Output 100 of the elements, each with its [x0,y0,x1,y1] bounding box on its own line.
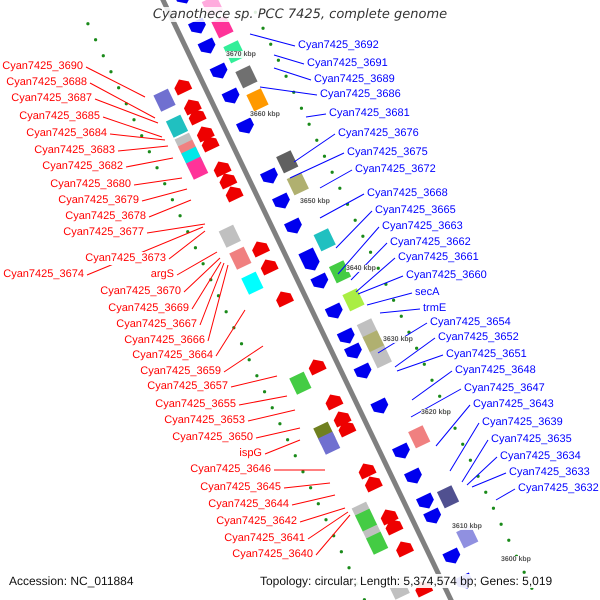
leader-line [256,428,300,438]
gene-label: Cyan7425_3653 [163,414,246,427]
leader-line [358,276,404,294]
gene-label: Cyan7425_3655 [154,398,237,411]
gene-label: Cyan7425_3639 [481,416,564,429]
leader-line [320,194,364,218]
leader-line [94,98,158,124]
gene-label: Cyan7425_3646 [189,463,272,476]
gene-label: Cyan7425_3670 [99,285,182,298]
gene-label: Cyan7425_3645 [199,481,282,494]
gene-label: Cyan7425_3665 [374,204,457,217]
gene-label: Cyan7425_3662 [389,236,472,249]
leader-line [134,178,182,186]
gene-label: Cyan7425_3672 [354,163,437,176]
gene-label: Cyan7425_3688 [5,76,88,89]
leader-line [126,158,174,168]
gene-label: Cyan7425_3681 [328,107,411,120]
gene-label: Cyan7425_3651 [445,348,528,361]
gene-label: Cyan7425_3677 [62,226,145,239]
gene-label: Cyan7425_3680 [49,178,132,191]
leader-line [90,82,156,118]
leader-line [338,226,380,274]
leader-line [224,346,264,372]
leader-line [146,224,206,234]
leader-line [396,354,444,372]
leader-line [412,370,452,400]
leader-line [110,134,166,140]
leader-line [472,472,506,488]
gene-label: argS [150,268,175,281]
leader-line [264,440,300,454]
leader-line [118,146,168,152]
title: Cyanothece sp. PCC 7425, complete genome [150,7,450,22]
leader-line [496,488,516,500]
leader-line [300,508,346,522]
gene-label: Cyan7425_3640 [231,548,314,561]
gene-label: Cyan7425_3661 [397,251,480,264]
gene-label: Cyan7425_3685 [18,110,101,123]
gene-label: Cyan7425_3643 [472,398,555,411]
leader-line [102,116,162,138]
leader-line [216,310,246,356]
leader-line [294,134,336,162]
leader-line [320,170,352,188]
gene-label: Cyan7425_3674 [2,268,85,281]
gene-label: Cyan7425_3687 [10,92,93,105]
gene-label: Cyan7425_3633 [508,466,591,479]
gene-label: Cyan7425_3650 [171,431,254,444]
leader-line [250,34,296,46]
leader-line [466,456,498,486]
gene-label: Cyan7425_3664 [131,349,214,362]
gene-label: Cyan7425_3635 [490,433,573,446]
leader-line [366,292,412,306]
leader-line [200,262,224,326]
gene-label: Cyan7425_3642 [215,515,298,528]
leader-line [290,152,344,178]
leader-line [284,482,330,488]
leader-line [436,404,470,446]
leader-line [292,494,336,506]
leader-line [148,200,192,218]
gene-label: Cyan7425_3679 [57,194,140,207]
leader-line [356,258,396,292]
gene-label: Cyan7425_3692 [297,39,380,52]
gene-label: Cyan7425_3678 [64,210,147,223]
leader-line [316,514,350,556]
gene-label: Cyan7425_3657 [146,380,229,393]
genome-info: Topology: circular; Length: 5,374,574 bp; Genes: 5,019 [260,574,552,588]
leader-line [184,258,220,292]
gene-label: Cyan7425_3682 [41,160,124,173]
gene-label: Cyan7425_3676 [337,127,420,140]
leader-line [176,252,218,276]
leader-line [238,396,288,406]
leader-line [306,114,326,118]
gene-label: Cyan7425_3691 [306,57,389,70]
leader-line [248,410,296,422]
gene-label: Cyan7425_3666 [123,334,206,347]
gene-label: Cyan7425_3632 [517,482,600,495]
gene-label: Cyan7425_3667 [115,318,198,331]
leader-line [260,86,318,96]
gene-label: Cyan7425_3641 [223,532,306,545]
gene-label: ispG [238,447,263,460]
leader-line [192,262,222,310]
gene-label: Cyan7425_3652 [437,331,520,344]
gene-label: Cyan7425_3647 [463,382,546,395]
gene-label: Cyan7425_3659 [139,365,222,378]
leader-line [168,230,206,260]
leader-line [308,512,348,540]
leader-line [462,440,488,482]
gene-label: Cyan7425_3690 [1,60,84,73]
gene-label: Cyan7425_3675 [346,146,429,159]
gene-label: Cyan7425_3668 [366,187,449,200]
leader-line [410,388,462,418]
gene-label: Cyan7425_3663 [381,220,464,233]
gene-label: Cyan7425_3686 [319,88,402,101]
leader-line [274,54,304,64]
gene-label: Cyan7425_3634 [499,450,582,463]
gene-label: Cyan7425_3689 [313,73,396,86]
gene-label: Cyan7425_3684 [25,127,108,140]
gene-label: Cyan7425_3683 [33,144,116,157]
leader-line [230,376,278,388]
gene-label: Cyan7425_3648 [454,364,537,377]
genome-info: Accession: NC_011884 [9,574,134,588]
